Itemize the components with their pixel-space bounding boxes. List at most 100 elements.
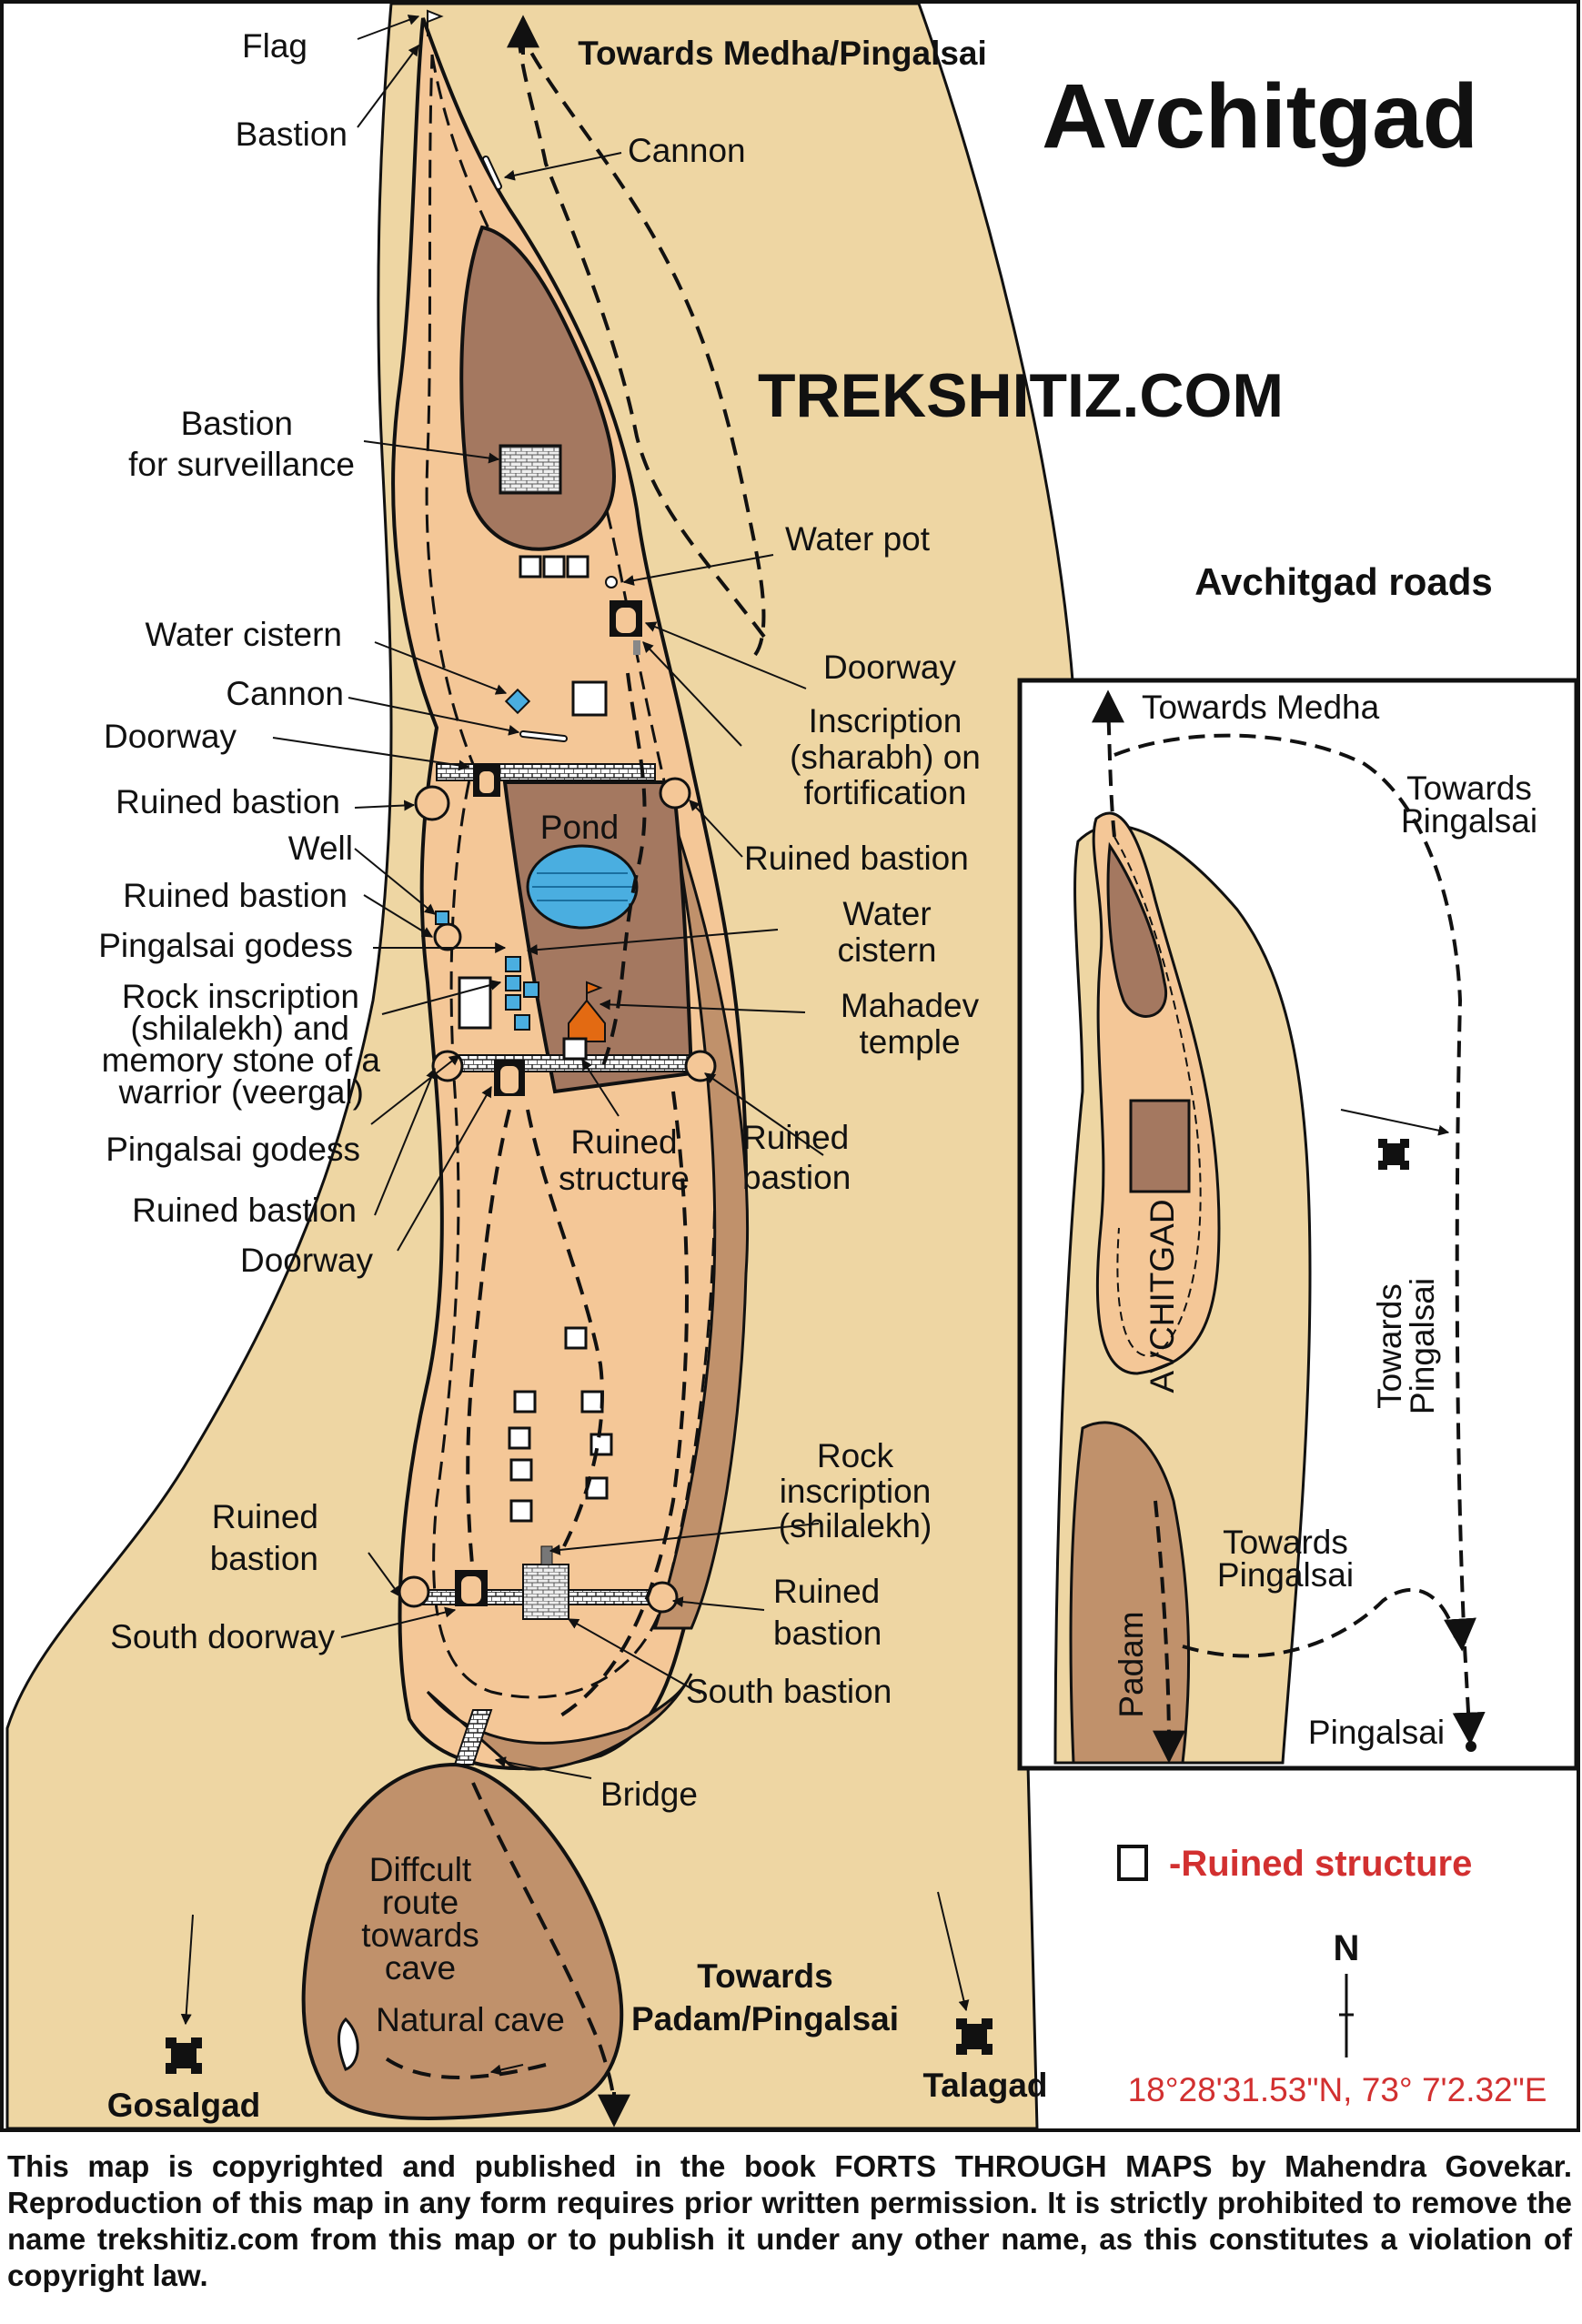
inset-padam: Padam	[1113, 1611, 1150, 1717]
doorway-upper-arch	[616, 608, 636, 633]
inset-towards-medha: Towards Medha	[1142, 689, 1380, 726]
direction-padam-line1: Towards	[697, 1957, 832, 1995]
label-rock-inscription-s-2: inscription	[780, 1473, 932, 1510]
legend-ruined-structure-icon	[1117, 1845, 1148, 1881]
ruined-structure-icon	[571, 680, 608, 717]
label-south-doorway: South doorway	[110, 1618, 335, 1655]
ruined-structure-icon	[542, 555, 566, 578]
inset-bastion-hill	[1106, 841, 1168, 1018]
gosalgad-pointer	[180, 1914, 194, 2026]
trail-north-spur	[517, 26, 766, 639]
fort-talagad-icon	[956, 2018, 993, 2055]
inset-trail-east	[1113, 733, 1466, 1647]
label-rock-inscription-3: memory stone of a	[102, 1041, 381, 1079]
labels-left: Flag Bastion Bastion for surveillance Wa…	[98, 27, 380, 1655]
inscription-icon	[633, 640, 640, 655]
trail-padam	[471, 1782, 616, 2111]
fort-slope	[652, 818, 750, 1630]
padam-hill	[301, 1762, 624, 2120]
ruined-structure-icon	[519, 555, 542, 578]
inset-towards-pingalsai-v2: Pingalsai	[1404, 1278, 1441, 1414]
label-inscription-3: fortification	[804, 774, 967, 811]
bridge-shape	[453, 1709, 493, 1766]
map-title: Avchitgad	[1042, 65, 1478, 167]
label-rock-inscription-2: (shilalekh) and	[130, 1010, 349, 1047]
cistern-icon	[505, 956, 521, 972]
wall-north	[436, 763, 656, 781]
label-difficult-3: towards	[361, 1917, 479, 1954]
doorway-middle-arch	[500, 1066, 519, 1093]
label-pond: Pond	[540, 809, 619, 846]
label-difficult-1: Diffcult	[369, 1851, 472, 1888]
cannon-fill	[521, 732, 566, 740]
north-label: N	[1334, 1928, 1360, 1968]
inset-arrow-pingalsai	[1452, 1711, 1486, 1746]
leader-lines	[272, 15, 824, 1779]
label-pingalsai-godess-1: Pingalsai godess	[98, 927, 353, 964]
well-icon	[435, 910, 449, 925]
label-cannon-top: Cannon	[628, 132, 746, 169]
doorway-south-arch	[461, 1576, 481, 1604]
direction-padam-line2: Padam/Pingalsai	[631, 2000, 899, 2037]
inset-padam-hill	[1069, 1421, 1191, 1765]
inset-arrow-east	[1444, 1617, 1476, 1652]
label-ruined-bastion-s-right-1: Ruined	[773, 1573, 880, 1610]
inset-map: Towards Medha Towards Pingalsai Towards …	[1017, 678, 1579, 1771]
legend: -Ruined structure	[1117, 1844, 1472, 1884]
trail-medha-loop	[517, 26, 766, 657]
label-bastion-top: Bastion	[236, 116, 348, 153]
flag-icon	[427, 9, 444, 36]
label-doorway-lower: Doorway	[240, 1242, 373, 1279]
label-rock-inscription-4: warrior (veergal)	[118, 1073, 364, 1111]
label-gosalgad: Gosalgad	[107, 2087, 261, 2124]
label-difficult-4: cave	[385, 1949, 456, 1987]
label-flag: Flag	[242, 27, 307, 65]
inset-trail-padam	[1182, 1587, 1457, 1658]
inset-trail-pingalsai	[1463, 1645, 1471, 1729]
trail-central	[599, 672, 647, 1074]
ruined-structure-icon	[508, 1426, 531, 1450]
main-trails	[380, 26, 766, 2111]
label-water-cistern: Water cistern	[145, 616, 342, 653]
label-ruined-bastion-1: Ruined bastion	[116, 783, 340, 820]
ruined-structure-icon	[509, 1499, 533, 1523]
copyright-footer: This map is copyrighted and published in…	[7, 2149, 1572, 2292]
inset-heading: Avchitgad roads	[1194, 560, 1493, 603]
trail-cave	[380, 2054, 547, 2079]
label-ruined-bastion-3: Ruined bastion	[132, 1192, 357, 1229]
fort-gosalgad-icon	[166, 2037, 202, 2074]
label-ruined-bastion-right2-2: bastion	[742, 1159, 851, 1196]
label-cannon-mid: Cannon	[226, 675, 344, 712]
ruined-structure-icon	[566, 555, 589, 578]
ruined-structure-icon	[580, 1390, 604, 1414]
cistern-icon	[505, 975, 521, 991]
south-bastion-icon	[522, 1564, 569, 1620]
inset-towards-pingalsai-3a: Towards	[1223, 1524, 1348, 1561]
label-mahadev-1: Mahadev	[841, 987, 980, 1024]
surveillance-bastion-icon	[499, 444, 562, 495]
trail-west	[466, 1109, 511, 1574]
pingalsai-dot	[1466, 1741, 1476, 1752]
label-bridge: Bridge	[600, 1776, 698, 1813]
rock-inscription-south-icon	[540, 1545, 553, 1565]
ruined-structure-icon	[513, 1390, 537, 1414]
label-ruined-bastion-s-left-2: bastion	[210, 1540, 318, 1577]
inset-pingalsai: Pingalsai	[1308, 1714, 1445, 1751]
label-pingalsai-godess-2: Pingalsai godess	[106, 1131, 360, 1168]
label-water-cistern-right-1: Water	[842, 895, 931, 932]
label-bastion-surveillance-2: for surveillance	[128, 446, 355, 483]
ruined-structures	[458, 555, 613, 1523]
label-rock-inscription-s-1: Rock	[817, 1437, 894, 1474]
talagad-pointer	[937, 1891, 970, 2012]
inset-towards-pingalsai-1b: Pingalsai	[1401, 802, 1537, 840]
label-ruined-bastion-s-left-1: Ruined	[212, 1498, 318, 1535]
watermark: TREKSHITIZ.COM	[758, 361, 1284, 430]
labels-right: Cannon Water pot Doorway Ruined bastion …	[600, 132, 969, 1813]
labels-center: Inscription (sharabh) on fortification P…	[361, 702, 981, 2038]
bastion-ruined-2	[433, 922, 462, 951]
label-water-pot: Water pot	[785, 520, 931, 558]
label-ruined-bastion-right2-1: Ruined	[742, 1119, 849, 1156]
water-pot-icon	[605, 576, 618, 589]
bastion-south-left	[398, 1575, 430, 1608]
label-difficult-2: route	[382, 1884, 458, 1921]
